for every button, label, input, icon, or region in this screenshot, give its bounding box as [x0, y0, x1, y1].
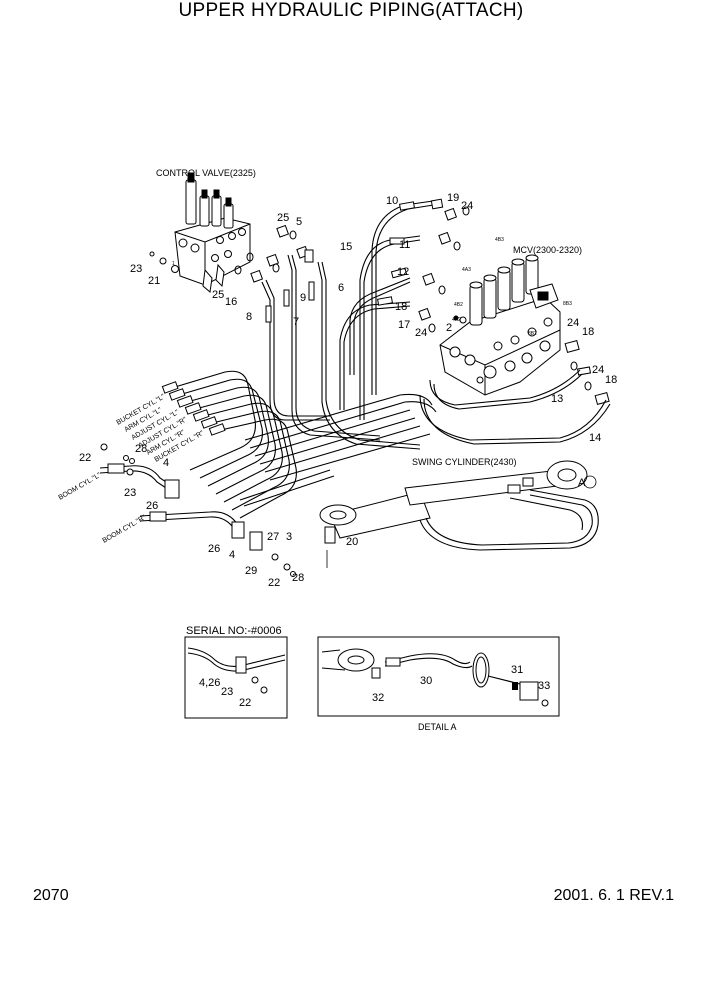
callout: 23: [130, 263, 142, 275]
callout: 27: [267, 531, 279, 543]
callout: 18: [605, 374, 617, 386]
drawing-title: UPPER HYDRAULIC PIPING(ATTACH): [178, 0, 524, 21]
page-number: 2070: [33, 887, 69, 904]
callout: 21: [148, 275, 160, 287]
port-marks: 4B3 4A3 4B2 4A2 8B3 8B2 1: [172, 237, 572, 337]
swing-cylinder: [319, 460, 588, 544]
pilot-hoses: [261, 199, 441, 450]
port-1: 1: [172, 261, 175, 267]
callout: 31: [511, 664, 523, 676]
callout: 22: [79, 452, 91, 464]
port-4a3: 4A3: [462, 267, 471, 273]
boom-pipe-bundle: [99, 370, 437, 531]
tag-boom-l: BOOM CYL."L": [58, 472, 103, 502]
callout: 24: [415, 327, 427, 339]
callout: 33: [538, 680, 550, 692]
callout: 13: [551, 393, 563, 405]
tag-boom-r: BOOM CYL."R": [102, 514, 148, 545]
callout: 19: [447, 192, 459, 204]
callout: 25: [277, 212, 289, 224]
detail-a-marker: [583, 475, 597, 489]
callout: 26: [146, 500, 158, 512]
callout: 29: [245, 565, 257, 577]
callout: 17: [398, 319, 410, 331]
callout: 14: [589, 432, 601, 444]
callout: 25: [212, 289, 224, 301]
callout: 4: [229, 549, 235, 561]
callout: 32: [372, 692, 384, 704]
port-4b3: 4B3: [495, 237, 504, 243]
callout: 30: [420, 675, 432, 687]
callout: 10: [386, 195, 398, 207]
control-valve-assembly: [149, 172, 251, 293]
callout: 28: [135, 443, 147, 455]
callout: 6: [338, 282, 344, 294]
caption-detail-marker: A: [578, 477, 586, 489]
callout: 24: [592, 364, 604, 376]
caption-swing-cylinder: SWING CYLINDER(2430): [412, 457, 517, 467]
callout: 9: [300, 292, 306, 304]
mcv-return-hoses: [419, 369, 611, 445]
revision-label: 2001. 6. 1 REV.1: [553, 887, 674, 904]
hose-fittings: [250, 198, 610, 405]
port-4b2: 4B2: [454, 302, 463, 308]
callout: 5: [296, 216, 302, 228]
detail-a-inset: 30 31 33 32 DETAIL A: [317, 636, 560, 732]
callout: 11: [399, 239, 410, 251]
callout: 4: [163, 457, 169, 469]
callout: 12: [397, 266, 409, 278]
callout: 20: [346, 536, 358, 548]
callout: 22: [239, 697, 251, 709]
callout: 7: [293, 316, 299, 328]
callout: 16: [225, 296, 237, 308]
callout: 3: [286, 531, 292, 543]
port-4a2: 4A2: [452, 317, 461, 323]
callout: 23: [221, 686, 233, 698]
main-control-valve: [439, 254, 561, 396]
callout: 15: [340, 241, 352, 253]
callout: 23: [124, 487, 136, 499]
callout: 24: [567, 317, 579, 329]
caption-detail: DETAIL A: [418, 722, 457, 732]
swing-cylinder-hoses: [419, 489, 599, 551]
hose-end-fittings: [100, 381, 296, 577]
caption-control-valve: CONTROL VALVE(2325): [156, 168, 256, 178]
port-8b2: 8B2: [528, 331, 537, 337]
port-8b3: 8B3: [563, 301, 572, 307]
serial-inset: SERIAL NO:-#0006 4,26 23 22: [184, 625, 288, 719]
caption-serial: SERIAL NO:-#0006: [186, 625, 282, 637]
callout: 4,26: [199, 677, 220, 689]
part-callouts: 10 19 24 25 5 15 11 12 18 17 24 2 24 18 …: [79, 192, 617, 589]
callout: 22: [268, 577, 280, 589]
callout: 8: [246, 311, 252, 323]
callout: 18: [582, 326, 594, 338]
callout: 18: [395, 301, 407, 313]
callout: 28: [292, 572, 304, 584]
callout: 2: [446, 322, 452, 334]
caption-mcv: MCV(2300-2320): [513, 245, 582, 255]
callout: 24: [461, 200, 473, 212]
callout: 26: [208, 543, 220, 555]
